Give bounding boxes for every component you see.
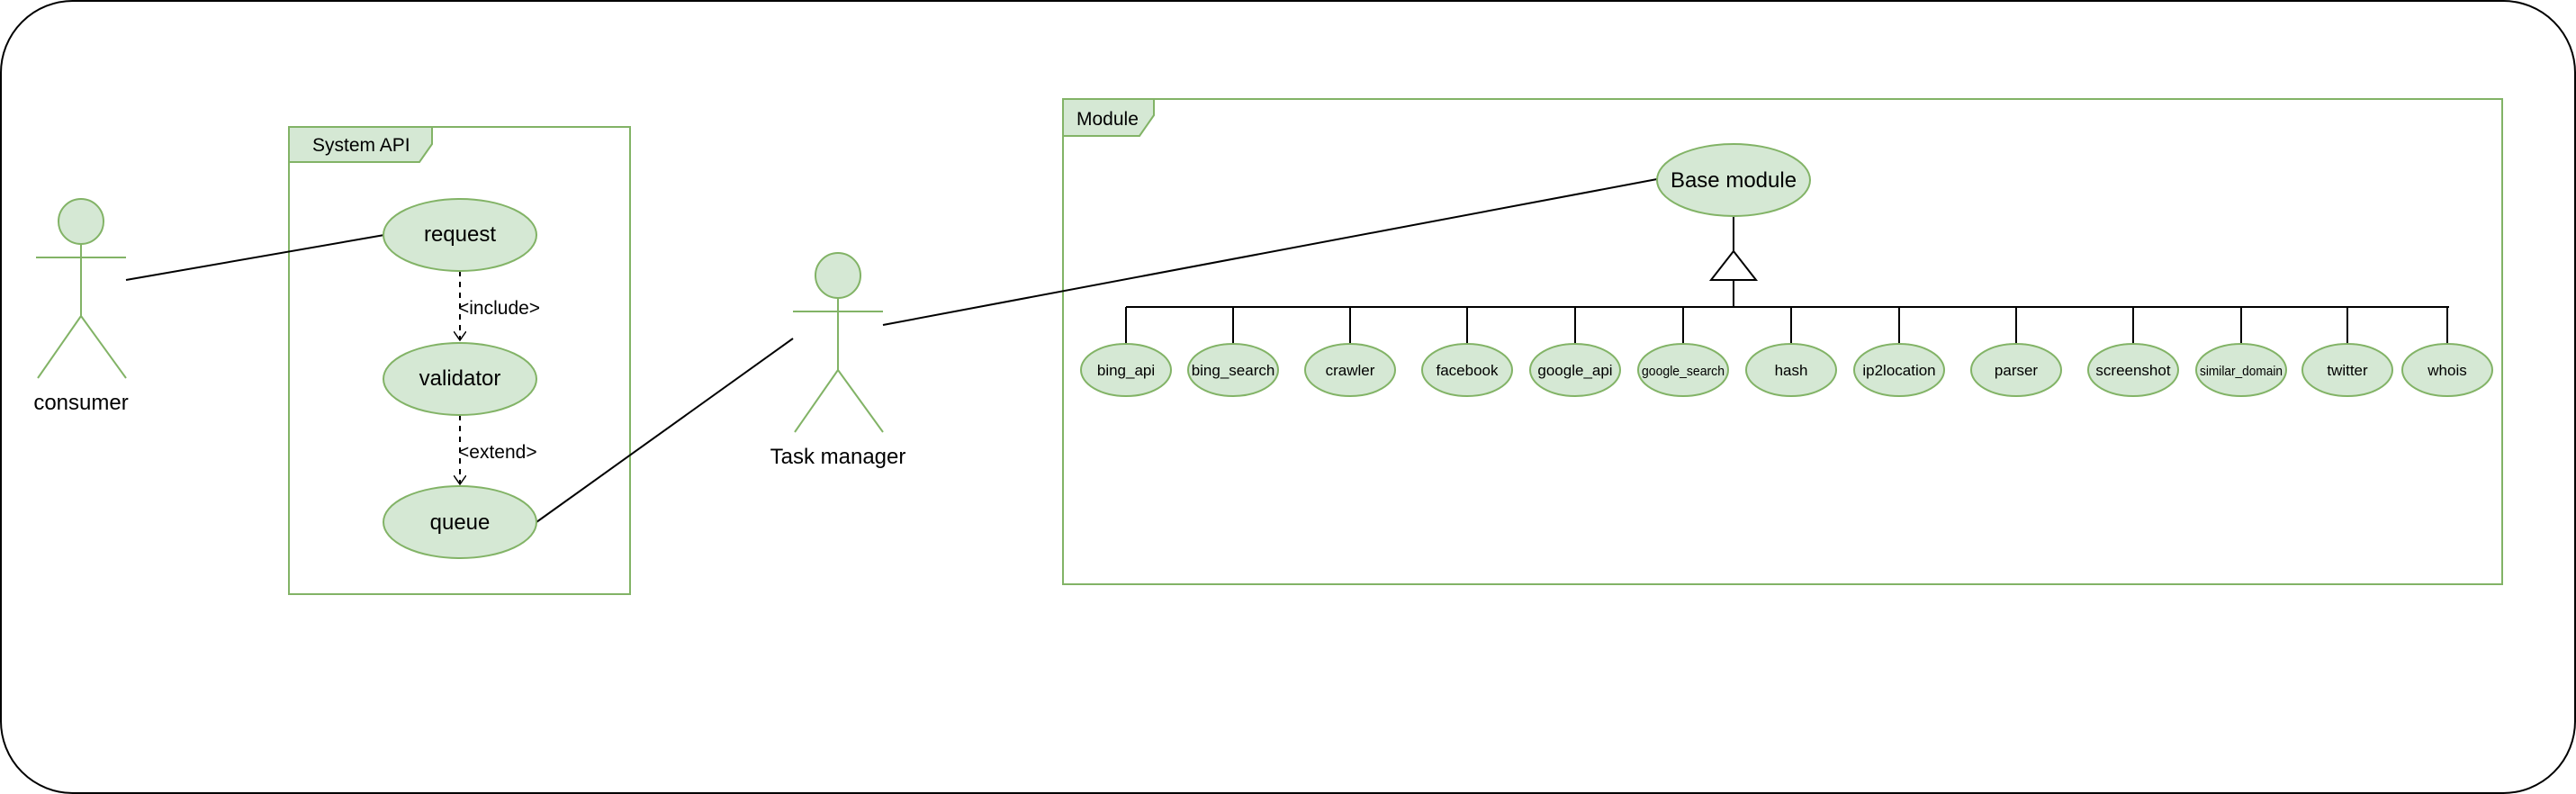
module-whois-shape[interactable]: [2401, 343, 2493, 397]
module-google-api[interactable]: google_api: [1529, 343, 1621, 397]
system-api-frame: [288, 126, 631, 595]
module-parser[interactable]: parser: [1970, 343, 2062, 397]
task-manager-base-module-line: [882, 178, 1658, 326]
system-api-tab: [288, 126, 433, 163]
module-bing-search-label: bing_search: [1192, 362, 1275, 379]
base-module[interactable]: Base module: [1656, 143, 1811, 217]
module-google-search[interactable]: google_search: [1637, 343, 1729, 397]
module-similar-domain-label: similar_domain: [2200, 364, 2283, 379]
module-bing-search-shape[interactable]: [1187, 343, 1279, 397]
module-parser-shape[interactable]: [1970, 343, 2062, 397]
module-twitter[interactable]: twitter: [2301, 343, 2393, 397]
queue-task-manager-line: [536, 338, 794, 523]
module-google-api-shape[interactable]: [1529, 343, 1621, 397]
module-similar-domain[interactable]: similar_domain: [2195, 343, 2287, 397]
module-ip2location[interactable]: ip2location: [1853, 343, 1945, 397]
module-hash-label: hash: [1775, 362, 1808, 379]
actor-consumer-right-leg: [80, 315, 127, 379]
extend-label: <extend>: [458, 442, 537, 463]
module-bing-api-shape[interactable]: [1080, 343, 1172, 397]
module-frame: [1062, 98, 2503, 585]
system-api-package: System API: [288, 126, 631, 595]
actor-task-manager-head: [815, 252, 861, 299]
module-google-search-label: google_search: [1642, 364, 1725, 379]
module-hash-shape[interactable]: [1745, 343, 1837, 397]
module-parser-label: parser: [1995, 362, 2039, 379]
module-tab: [1062, 98, 1155, 137]
use-case-queue[interactable]: queue: [383, 485, 537, 559]
module-title: Module: [1076, 109, 1139, 130]
module-hash[interactable]: hash: [1745, 343, 1837, 397]
module-ip2location-shape[interactable]: [1853, 343, 1945, 397]
module-ip2location-label: ip2location: [1862, 362, 1935, 379]
actor-task-manager[interactable]: [793, 252, 884, 433]
dependency-arrows: <include> <extend>: [458, 271, 540, 484]
actor-task-manager-label: Task manager: [770, 445, 906, 469]
module-bing-search[interactable]: bing_search: [1187, 343, 1279, 397]
use-case-queue-label: queue: [430, 510, 491, 535]
child-stems: [1125, 307, 2448, 344]
module-facebook-label: facebook: [1437, 362, 1499, 379]
module-google-api-label: google_api: [1537, 362, 1612, 379]
base-module-shape[interactable]: [1656, 143, 1811, 217]
use-case-queue-shape[interactable]: [383, 485, 537, 559]
module-screenshot-shape[interactable]: [2087, 343, 2179, 397]
module-screenshot-label: screenshot: [2095, 362, 2170, 379]
module-crawler[interactable]: crawler: [1304, 343, 1396, 397]
use-case-request-shape[interactable]: [383, 198, 537, 272]
child-modules: bing_api bing_search crawler facebook google…: [1080, 343, 2493, 397]
module-twitter-shape[interactable]: [2301, 343, 2393, 397]
module-google-search-shape[interactable]: [1637, 343, 1729, 397]
system-api-title: System API: [312, 135, 410, 156]
module-crawler-shape[interactable]: [1304, 343, 1396, 397]
actor-consumer-head: [58, 198, 104, 245]
use-case-request-label: request: [424, 222, 496, 247]
module-similar-domain-shape[interactable]: [2195, 343, 2287, 397]
actor-consumer-label: consumer: [33, 391, 128, 415]
base-module-label: Base module: [1671, 168, 1797, 193]
use-case-validator-shape[interactable]: [383, 342, 537, 416]
use-case-validator-label: validator: [419, 366, 501, 391]
module-crawler-label: crawler: [1326, 362, 1375, 379]
use-case-validator[interactable]: validator: [383, 342, 537, 416]
actor-task-manager-right-leg: [837, 369, 884, 433]
module-whois-label: whois: [2427, 362, 2466, 379]
actor-consumer-left-leg: [37, 315, 82, 379]
actor-consumer[interactable]: [36, 198, 127, 379]
module-bing-api[interactable]: bing_api: [1080, 343, 1172, 397]
include-label: <include>: [458, 298, 540, 319]
module-bing-api-label: bing_api: [1097, 362, 1155, 379]
module-facebook[interactable]: facebook: [1421, 343, 1513, 397]
association-lines: [125, 178, 1658, 523]
generalization-tree: [1125, 217, 2449, 344]
consumer-request-line: [125, 234, 385, 281]
module-whois[interactable]: whois: [2401, 343, 2493, 397]
module-facebook-shape[interactable]: [1421, 343, 1513, 397]
module-screenshot[interactable]: screenshot: [2087, 343, 2179, 397]
use-case-request[interactable]: request: [383, 198, 537, 272]
module-twitter-label: twitter: [2327, 362, 2368, 379]
module-package: Module: [1062, 98, 2503, 585]
actor-task-manager-left-leg: [794, 369, 839, 433]
